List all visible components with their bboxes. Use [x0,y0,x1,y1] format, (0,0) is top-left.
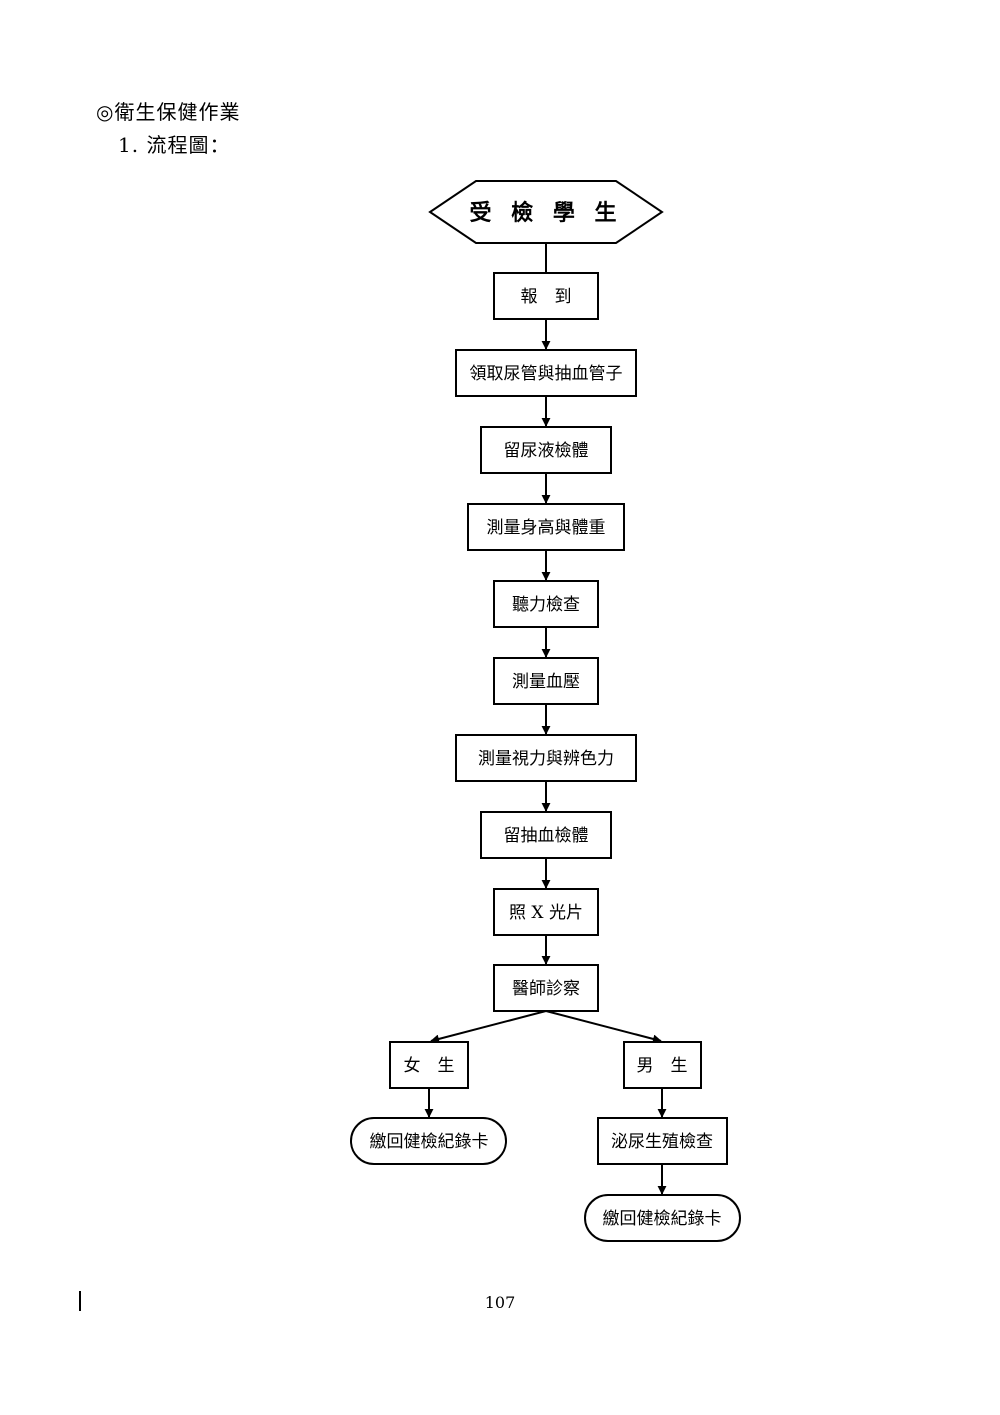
step-8: 留抽血檢體 [480,811,612,859]
arrow-branch-male [545,1010,662,1044]
step-9-label: 照 X 光片 [509,903,583,923]
section-heading: ◎衛生保健作業 [96,100,241,124]
step-6-label: 測量血壓 [512,672,580,692]
step-6: 測量血壓 [493,657,599,705]
female-end-label: 繳回健檢紀錄卡 [370,1132,489,1152]
step-1-label: 報 到 [521,287,572,307]
step-1: 報 到 [493,272,599,320]
start-node-label: 受 檢 學 生 [470,200,623,226]
step-2-label: 領取尿管與抽血管子 [470,364,623,384]
male-node-label: 男 生 [637,1056,688,1076]
male-exam-label: 泌尿生殖檢查 [611,1132,713,1152]
male-end-node: 繳回健檢紀錄卡 [584,1194,741,1242]
step-5-label: 聽力檢查 [512,595,580,615]
section-subheading: 1. 流程圖： [118,133,231,157]
female-node: 女 生 [389,1041,469,1089]
step-7-label: 測量視力與辨色力 [478,749,614,769]
step-8-label: 留抽血檢體 [504,826,589,846]
step-3-label: 留尿液檢體 [504,441,589,461]
female-node-label: 女 生 [404,1056,455,1076]
male-exam-node: 泌尿生殖檢查 [597,1117,728,1165]
margin-bar [79,1291,81,1311]
arrow-branch-female [430,1010,547,1044]
step-3: 留尿液檢體 [480,426,612,474]
male-node: 男 生 [623,1041,702,1089]
start-node: 受 檢 學 生 [428,180,664,244]
page-number: 107 [484,1293,516,1312]
step-5: 聽力檢查 [493,580,599,628]
step-10: 醫師診察 [493,964,599,1012]
male-end-label: 繳回健檢紀錄卡 [603,1209,722,1229]
female-end-node: 繳回健檢紀錄卡 [350,1117,507,1165]
step-2: 領取尿管與抽血管子 [455,349,637,397]
step-7: 測量視力與辨色力 [455,734,637,782]
step-4-label: 測量身高與體重 [487,518,606,538]
step-10-label: 醫師診察 [512,979,580,999]
step-4: 測量身高與體重 [467,503,625,551]
step-9: 照 X 光片 [493,888,599,936]
